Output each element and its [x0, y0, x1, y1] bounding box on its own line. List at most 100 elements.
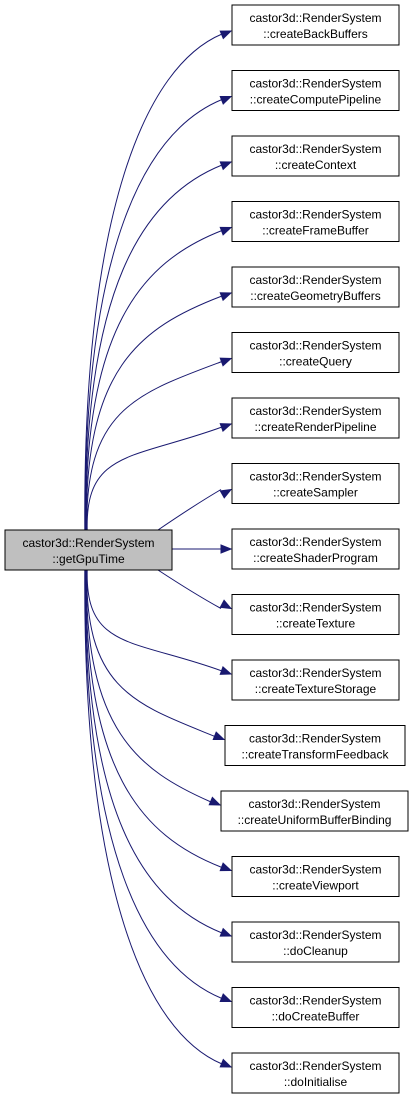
arrowhead-create-frame-buffer — [219, 226, 233, 236]
node-create-texture[interactable]: castor3d::RenderSystem::createTexture — [231, 594, 400, 635]
node-do-create-buffer[interactable]: castor3d::RenderSystem::doCreateBuffer — [231, 987, 400, 1028]
arrowhead-create-query — [219, 357, 233, 367]
node-create-back-buffers-method-label: ::createBackBuffers — [263, 27, 368, 41]
node-create-sampler[interactable]: castor3d::RenderSystem::createSampler — [231, 463, 400, 504]
node-create-context[interactable]: castor3d::RenderSystem::createContext — [231, 135, 400, 177]
edge-to-create-geometry-buffers — [85, 295, 223, 531]
node-create-back-buffers-box — [231, 4, 400, 46]
node-create-viewport[interactable]: castor3d::RenderSystem::createViewport — [231, 856, 400, 897]
edge-to-create-frame-buffer — [85, 230, 223, 531]
node-create-compute-pipeline-method-label: ::createComputePipeline — [250, 93, 382, 107]
node-create-query-method-label: ::createQuery — [279, 355, 352, 369]
node-create-frame-buffer-method-label: ::createFrameBuffer — [262, 224, 369, 238]
call-edges — [84, 30, 233, 1068]
node-create-viewport-method-label: ::createViewport — [272, 879, 359, 893]
node-create-frame-buffer[interactable]: castor3d::RenderSystem::createFrameBuffe… — [231, 201, 400, 242]
edge-to-create-query — [86, 361, 223, 531]
node-create-shader-program-box — [231, 528, 400, 570]
arrowhead-do-cleanup — [219, 927, 233, 937]
node-do-initialise[interactable]: castor3d::RenderSystem::doInitialise — [231, 1052, 400, 1094]
node-create-uniform-buffer-binding-class-label: castor3d::RenderSystem — [248, 797, 380, 811]
edge-to-create-context — [85, 164, 223, 531]
node-create-sampler-class-label: castor3d::RenderSystem — [249, 470, 381, 484]
node-create-transform-feedback[interactable]: castor3d::RenderSystem::createTransformF… — [224, 725, 406, 766]
node-create-uniform-buffer-binding-method-label: ::createUniformBufferBinding — [238, 813, 392, 827]
node-create-viewport-class-label: castor3d::RenderSystem — [249, 863, 381, 877]
arrowhead-create-back-buffers — [219, 30, 233, 40]
root-node-get-gpu-time[interactable]: castor3d::RenderSystem::getGpuTime — [4, 529, 173, 571]
node-do-cleanup-method-label: ::doCleanup — [283, 944, 348, 958]
arrowhead-create-texture-storage — [219, 665, 233, 675]
arrowhead-create-texture — [219, 599, 233, 610]
node-create-uniform-buffer-binding[interactable]: castor3d::RenderSystem::createUniformBuf… — [220, 790, 409, 832]
edge-to-create-uniform-buffer-binding — [85, 569, 212, 803]
arrowhead-create-uniform-buffer-binding — [208, 796, 222, 806]
arrowhead-create-viewport — [219, 862, 233, 872]
node-do-initialise-class-label: castor3d::RenderSystem — [249, 1059, 381, 1073]
node-create-geometry-buffers-box — [231, 266, 400, 308]
node-create-transform-feedback-class-label: castor3d::RenderSystem — [249, 732, 381, 746]
root-node-get-gpu-time-class-label: castor3d::RenderSystem — [22, 536, 154, 550]
node-create-shader-program-method-label: ::createShaderProgram — [253, 551, 378, 565]
edge-to-do-create-buffer — [84, 569, 223, 999]
node-do-create-buffer-class-label: castor3d::RenderSystem — [249, 994, 381, 1008]
node-create-context-box — [231, 135, 400, 177]
node-create-geometry-buffers-class-label: castor3d::RenderSystem — [249, 273, 381, 287]
node-create-transform-feedback-box — [224, 725, 406, 766]
node-create-back-buffers-class-label: castor3d::RenderSystem — [249, 11, 381, 25]
node-create-texture-class-label: castor3d::RenderSystem — [249, 601, 381, 615]
node-create-compute-pipeline-box — [231, 70, 400, 111]
node-create-texture-method-label: ::createTexture — [276, 617, 356, 631]
node-create-texture-box — [231, 594, 400, 635]
arrowhead-create-context — [219, 161, 233, 171]
node-create-compute-pipeline-class-label: castor3d::RenderSystem — [249, 77, 381, 91]
node-do-cleanup-class-label: castor3d::RenderSystem — [249, 928, 381, 942]
node-do-initialise-box — [231, 1052, 400, 1094]
node-create-texture-storage-method-label: ::createTextureStorage — [255, 682, 377, 696]
node-create-frame-buffer-class-label: castor3d::RenderSystem — [249, 208, 381, 222]
edge-to-create-transform-feedback — [86, 569, 216, 737]
arrowhead-create-render-pipeline — [219, 423, 233, 433]
node-create-render-pipeline[interactable]: castor3d::RenderSystem::createRenderPipe… — [231, 397, 400, 439]
root-node-get-gpu-time-method-label: ::getGpuTime — [52, 552, 125, 566]
edge-to-do-cleanup — [85, 569, 223, 934]
edge-to-create-viewport — [85, 569, 223, 868]
node-create-context-class-label: castor3d::RenderSystem — [249, 142, 381, 156]
arrowhead-create-compute-pipeline — [219, 95, 233, 105]
node-create-texture-storage-box — [231, 659, 400, 701]
edge-to-create-texture-storage — [86, 569, 223, 672]
root-node-get-gpu-time-box — [4, 529, 173, 571]
node-create-shader-program-class-label: castor3d::RenderSystem — [249, 535, 381, 549]
node-do-cleanup[interactable]: castor3d::RenderSystem::doCleanup — [231, 921, 400, 963]
node-create-context-method-label: ::createContext — [275, 158, 357, 172]
node-create-geometry-buffers-method-label: ::createGeometryBuffers — [250, 289, 381, 303]
node-create-query-box — [231, 332, 400, 373]
edge-to-create-back-buffers — [84, 33, 223, 531]
node-create-transform-feedback-method-label: ::createTransformFeedback — [242, 748, 390, 762]
graph-nodes: castor3d::RenderSystem::getGpuTimecastor… — [4, 4, 409, 1094]
edge-to-create-render-pipeline — [86, 426, 223, 531]
node-create-geometry-buffers[interactable]: castor3d::RenderSystem::createGeometryBu… — [231, 266, 400, 308]
node-create-texture-storage[interactable]: castor3d::RenderSystem::createTextureSto… — [231, 659, 400, 701]
arrowhead-create-shader-program — [220, 544, 233, 554]
node-do-create-buffer-method-label: ::doCreateBuffer — [272, 1010, 360, 1024]
node-do-create-buffer-box — [231, 987, 400, 1028]
node-create-texture-storage-class-label: castor3d::RenderSystem — [249, 666, 381, 680]
node-create-render-pipeline-method-label: ::createRenderPipeline — [254, 420, 376, 434]
node-create-uniform-buffer-binding-box — [220, 790, 409, 832]
arrowhead-create-geometry-buffers — [219, 292, 233, 302]
edge-to-create-sampler — [157, 489, 222, 531]
arrowhead-create-sampler — [219, 488, 233, 499]
node-create-query-class-label: castor3d::RenderSystem — [249, 339, 381, 353]
node-create-render-pipeline-box — [231, 397, 400, 439]
node-create-query[interactable]: castor3d::RenderSystem::createQuery — [231, 332, 400, 373]
node-create-shader-program[interactable]: castor3d::RenderSystem::createShaderProg… — [231, 528, 400, 570]
edge-to-create-texture — [157, 569, 222, 609]
node-create-frame-buffer-box — [231, 201, 400, 242]
node-do-initialise-method-label: ::doInitialise — [284, 1075, 348, 1089]
node-create-back-buffers[interactable]: castor3d::RenderSystem::createBackBuffer… — [231, 4, 400, 46]
arrowhead-do-initialise — [219, 1058, 233, 1068]
node-create-sampler-box — [231, 463, 400, 504]
node-create-render-pipeline-class-label: castor3d::RenderSystem — [249, 404, 381, 418]
node-create-compute-pipeline[interactable]: castor3d::RenderSystem::createComputePip… — [231, 70, 400, 111]
